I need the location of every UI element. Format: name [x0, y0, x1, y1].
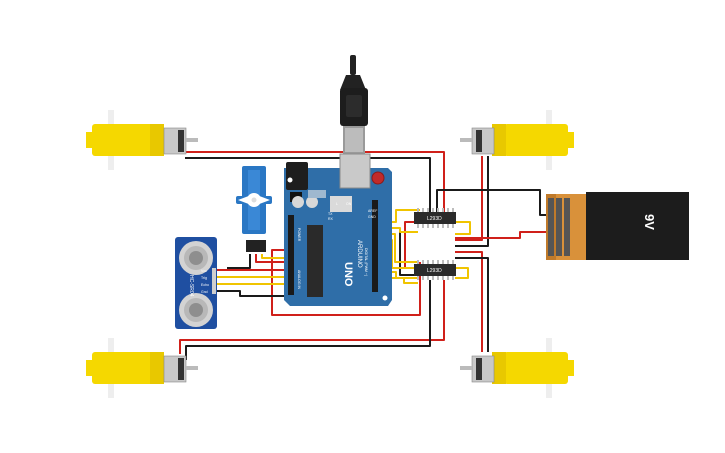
motor-top-left[interactable]: [86, 110, 198, 170]
us-pin-vcc: Vcc: [201, 269, 207, 273]
wire-red-tl-motor[interactable]: [185, 151, 445, 215]
battery-9v[interactable]: 9V: [546, 192, 689, 260]
arduino-tx-label: TX: [328, 212, 333, 216]
wire-yellow-sig-8[interactable]: [455, 267, 469, 279]
arduino-aref-label: AREF: [368, 209, 377, 213]
driver-chip-2-label: L293D: [427, 268, 442, 274]
wire-yellow-sig-6[interactable]: [385, 277, 418, 284]
us-pin-echo: Echo: [201, 283, 209, 287]
wire-black-tr-motor[interactable]: [455, 156, 489, 247]
arduino-digital-label: DIGITAL (PWM ~): [364, 248, 368, 276]
wire-yellow-sig-7[interactable]: [455, 221, 471, 235]
motor-bottom-right[interactable]: [460, 338, 574, 398]
usb-cable[interactable]: [340, 55, 368, 154]
us-pin-trig: Trig: [201, 276, 207, 280]
driver-chip-1-label: L293D: [427, 216, 442, 222]
motor-driver-chip-2[interactable]: L293D: [414, 260, 456, 280]
wire-red-power-bus[interactable]: [271, 249, 421, 316]
wire-yellow-sig-2[interactable]: [385, 227, 418, 233]
wire-black-servo[interactable]: [227, 254, 251, 269]
wire-red-battery[interactable]: [455, 231, 548, 239]
wire-black-br-motor[interactable]: [455, 257, 489, 352]
wire-black-battery[interactable]: [436, 189, 548, 216]
arduino-on-label: ON: [346, 202, 352, 206]
arduino-l-label: L: [336, 202, 338, 206]
servo-motor[interactable]: [236, 166, 272, 252]
arduino-brand-text: ARDUINO: [356, 240, 362, 268]
wire-black-tl-motor[interactable]: [185, 157, 431, 215]
wires: [179, 151, 548, 360]
arduino-uno-board[interactable]: ARDUINO UNO DIGITAL (PWM ~) AREF GND POW…: [284, 153, 392, 306]
arduino-power-label: POWER: [297, 228, 301, 242]
wire-red-tr-motor[interactable]: [455, 156, 483, 241]
wire-black-bl-motor[interactable]: [185, 280, 431, 360]
arduino-model-text: UNO: [342, 262, 354, 287]
wire-yellow-servo[interactable]: [261, 254, 288, 259]
arduino-rx-label: RX: [328, 217, 334, 221]
motor-bottom-left[interactable]: [86, 338, 198, 398]
ultrasonic-model-text: HC-SR04: [188, 275, 194, 297]
ultrasonic-sensor[interactable]: HC-SR04 Vcc Trig Echo Gnd: [175, 237, 217, 329]
motor-driver-chip-1[interactable]: L293D: [414, 208, 456, 228]
wire-red-br-motor[interactable]: [455, 251, 483, 352]
arduino-gnd-label: GND: [368, 215, 376, 219]
arduino-analog-label: ANALOG IN: [297, 270, 301, 290]
us-pin-gnd: Gnd: [201, 290, 208, 294]
wire-red-servo[interactable]: [255, 254, 288, 263]
battery-label: 9V: [642, 214, 657, 230]
wire-red-bl-motor[interactable]: [179, 280, 445, 354]
wire-black-us-gnd[interactable]: [214, 290, 288, 297]
motor-top-right[interactable]: [460, 110, 574, 170]
